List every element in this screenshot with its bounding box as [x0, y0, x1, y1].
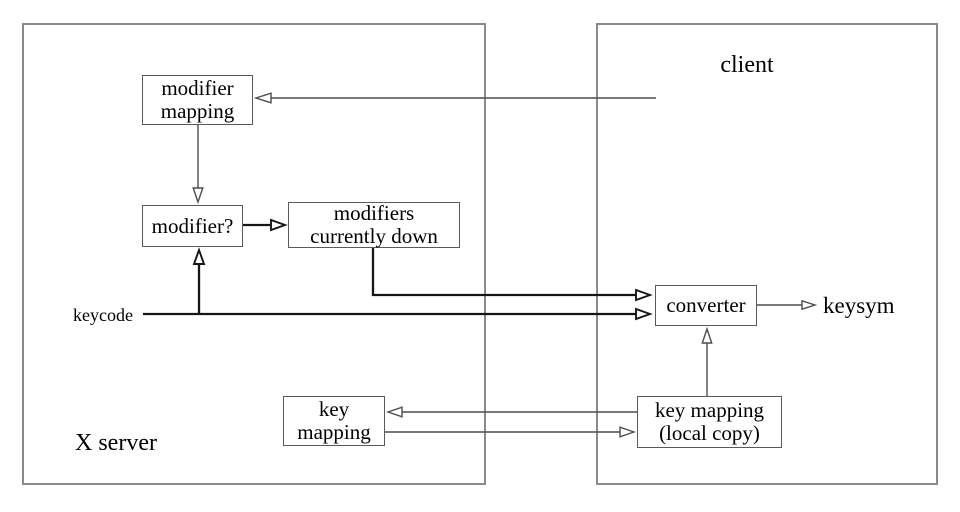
arrow-key-mapping-server-to-client: [385, 426, 637, 438]
arrow-key-mapping-client-to-converter: [701, 326, 713, 396]
keycode-label: keycode: [73, 305, 133, 325]
x-server-container: [22, 23, 486, 485]
modifier-mapping-label-line2: mapping: [160, 99, 235, 123]
client-container: [596, 23, 938, 485]
key-mapping-server-label-line2: mapping: [297, 420, 371, 444]
client-container-label: client: [720, 52, 774, 78]
key-mapping-client-label-line1: key mapping: [654, 398, 765, 422]
modifiers-currently-down-box: modifiers currently down: [288, 202, 460, 248]
arrow-modifier-mapping-to-modifier-q: [192, 125, 204, 205]
key-mapping-client-box: key mapping (local copy): [637, 396, 782, 448]
arrow-client-to-modifier-mapping: [253, 92, 656, 104]
arrow-modifiers-down-to-converter: [371, 248, 653, 302]
arrow-keycode-to-converter: [143, 307, 653, 321]
arrow-keycode-to-modifier-q: [192, 247, 206, 314]
arrow-modifier-q-to-modifiers-down: [243, 218, 288, 232]
modifiers-down-label-line2: currently down: [310, 224, 438, 248]
modifier-question-box: modifier?: [142, 205, 243, 247]
key-mapping-server-box: key mapping: [283, 396, 385, 446]
converter-label: converter: [666, 293, 746, 317]
modifier-mapping-box: modifier mapping: [142, 75, 253, 125]
arrow-converter-to-keysym: [757, 299, 818, 311]
keysym-label: keysym: [823, 293, 895, 318]
x-server-container-label: X server: [75, 430, 157, 456]
key-mapping-client-label-line2: (local copy): [659, 421, 760, 445]
converter-box: converter: [655, 285, 757, 326]
modifier-question-label: modifier?: [151, 213, 234, 238]
modifier-mapping-label-line1: modifier: [161, 76, 234, 100]
modifiers-down-label-line1: modifiers: [333, 201, 415, 225]
key-mapping-server-label-line1: key: [318, 397, 350, 421]
arrow-key-mapping-client-to-server: [385, 406, 637, 418]
